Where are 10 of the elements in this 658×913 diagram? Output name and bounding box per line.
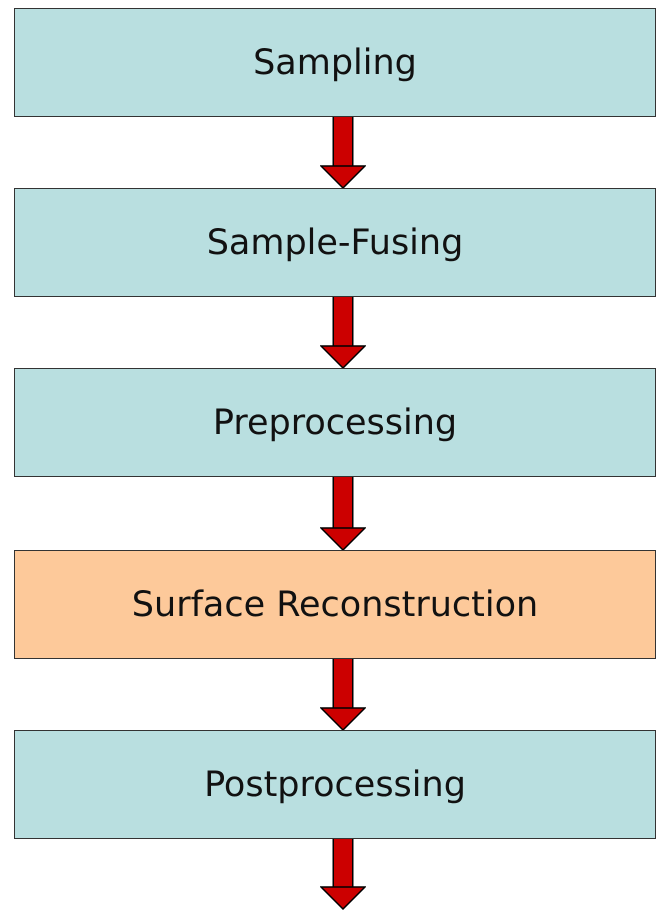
process-box — [14, 188, 656, 297]
step-label: Postprocessing — [204, 764, 466, 804]
step-label: Surface Reconstruction — [132, 584, 538, 624]
process-box — [14, 368, 656, 477]
process-box — [14, 8, 656, 117]
step-label: Sample-Fusing — [206, 222, 464, 262]
process-box — [14, 550, 656, 659]
process-box — [14, 730, 656, 839]
step-label: Sampling — [253, 42, 417, 82]
step-label: Preprocessing — [212, 402, 458, 442]
